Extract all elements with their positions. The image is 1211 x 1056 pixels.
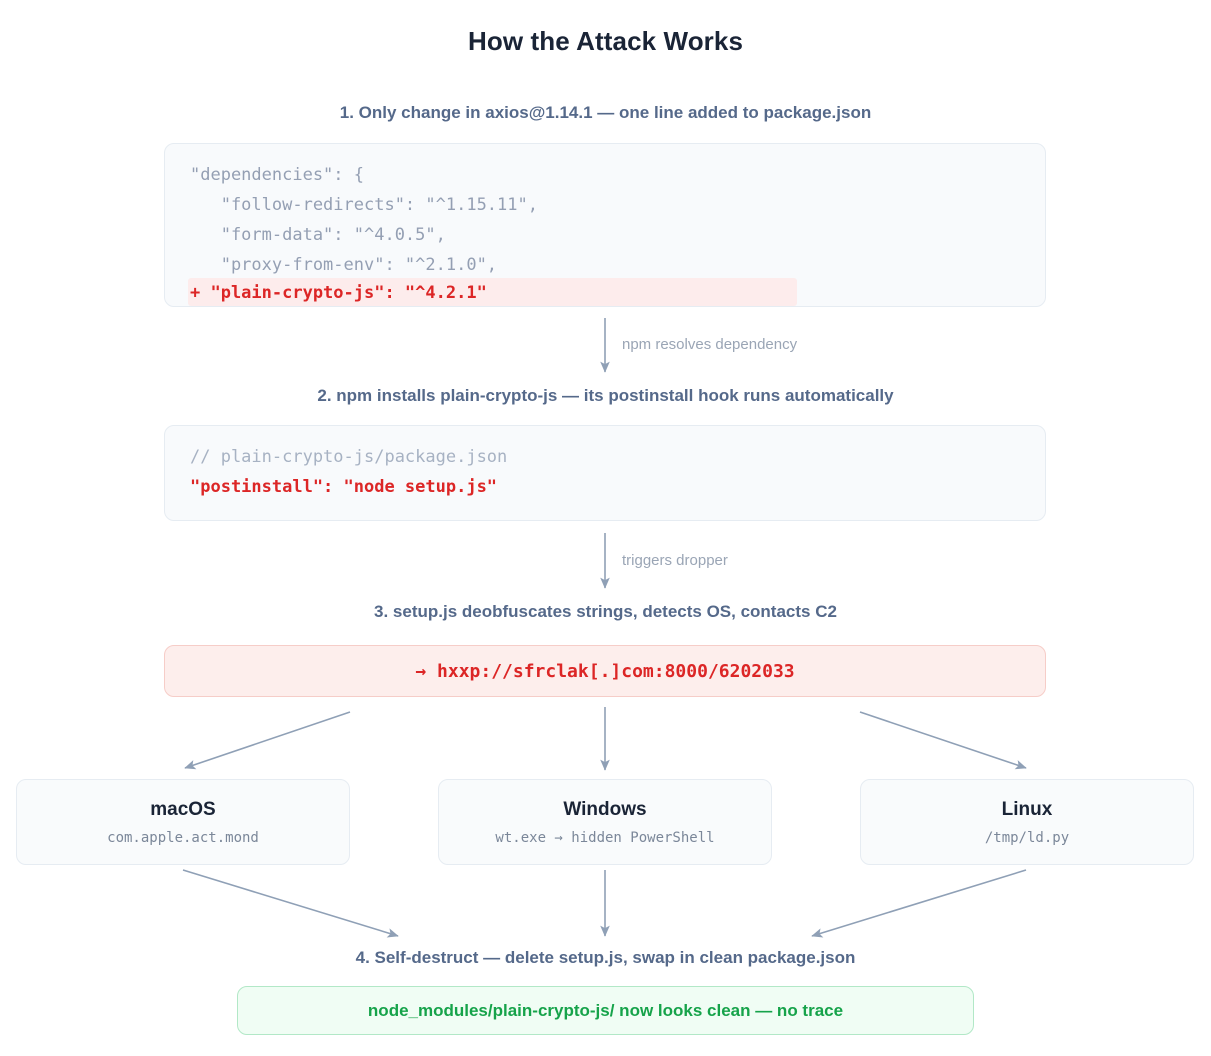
arrow-macos-to-selfdestruct: [182, 869, 399, 938]
os-box-macos: macOS com.apple.act.mond: [16, 779, 350, 865]
clean-result-box: node_modules/plain-crypto-js/ now looks …: [237, 986, 974, 1035]
os-name-windows: Windows: [563, 798, 647, 820]
arrow-label-npm-resolves: npm resolves dependency: [622, 336, 798, 353]
step-1-heading: 1. Only change in axios@1.14.1 — one lin…: [339, 103, 872, 122]
os-payload-linux: /tmp/ld.py: [984, 829, 1070, 846]
os-payload-macos: com.apple.act.mond: [107, 829, 259, 846]
os-box-windows: Windows wt.exe → hidden PowerShell: [438, 779, 772, 865]
os-box-linux: Linux /tmp/ld.py: [860, 779, 1194, 865]
c2-url-text: → hxxp://sfrclak[.]com:8000/6202033: [415, 660, 795, 682]
code-block-package-json: "dependencies": { "follow-redirects": "^…: [164, 143, 1046, 307]
c2-url-box: → hxxp://sfrclak[.]com:8000/6202033: [164, 645, 1046, 697]
arrow-linux-to-selfdestruct: [811, 869, 1027, 938]
arrow-label-triggers-dropper: triggers dropper: [622, 552, 728, 569]
code-line: "dependencies": {: [190, 165, 364, 185]
code-line: "form-data": "^4.0.5",: [190, 225, 446, 245]
code-comment-line: // plain-crypto-js/package.json: [190, 447, 508, 467]
code-line-postinstall-hook: "postinstall": "node setup.js": [190, 477, 498, 497]
page-title: How the Attack Works: [467, 26, 744, 56]
code-block-postinstall: // plain-crypto-js/package.json "postins…: [164, 425, 1046, 521]
step-4-heading: 4. Self-destruct — delete setup.js, swap…: [355, 948, 856, 967]
code-line: "proxy-from-env": "^2.1.0",: [190, 255, 498, 275]
os-payload-windows: wt.exe → hidden PowerShell: [495, 829, 715, 846]
step-3-heading: 3. setup.js deobfuscates strings, detect…: [374, 602, 837, 621]
clean-result-text: node_modules/plain-crypto-js/ now looks …: [367, 1000, 844, 1020]
os-name-macos: macOS: [150, 798, 216, 820]
step-2-heading: 2. npm installs plain-crypto-js — its po…: [317, 386, 894, 405]
os-name-linux: Linux: [1001, 798, 1053, 820]
added-line-highlight: [188, 278, 797, 306]
code-line-added-dependency: + "plain-crypto-js": "^4.2.1": [190, 283, 487, 303]
code-line: "follow-redirects": "^1.15.11",: [190, 195, 538, 215]
arrow-c2-to-linux: [859, 711, 1027, 770]
arrow-c2-to-macos: [184, 711, 351, 770]
